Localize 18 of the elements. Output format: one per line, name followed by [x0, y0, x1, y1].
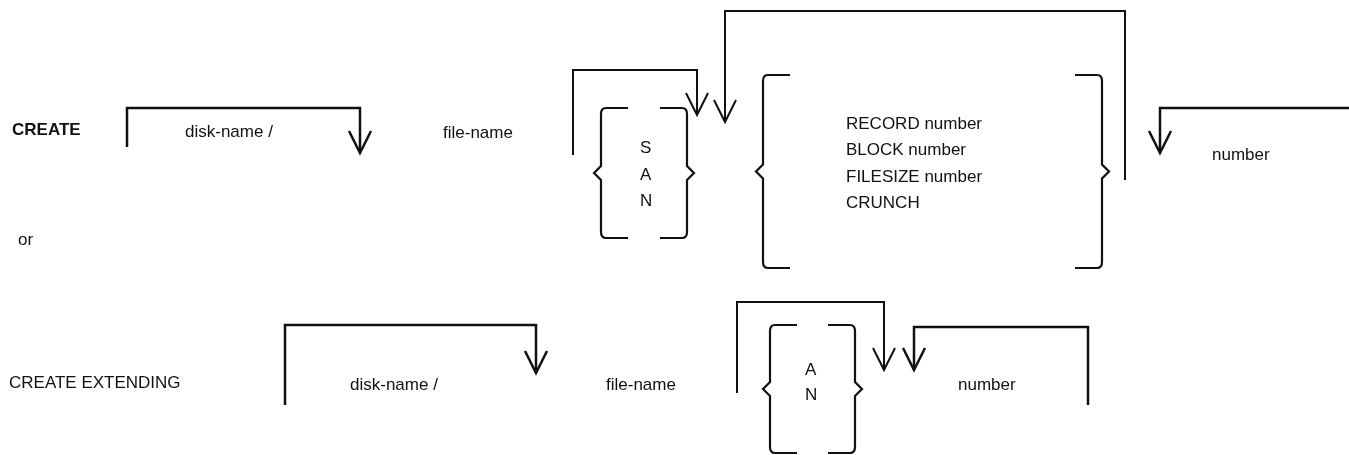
syntax-term: BLOCK number [846, 140, 966, 160]
syntax-term: A [805, 360, 817, 380]
syntax-term: number [1212, 145, 1270, 165]
syntax-term: A [640, 165, 652, 185]
syntax-term: RECORD number [846, 114, 983, 134]
syntax-term: disk-name / [185, 122, 273, 142]
keyword: CREATE [12, 120, 81, 140]
syntax-term: file-name [606, 375, 676, 395]
syntax-term: number [958, 375, 1016, 395]
syntax-term: FILESIZE number [846, 167, 983, 187]
syntax-term: file-name [443, 123, 513, 143]
syntax-term: disk-name / [350, 375, 438, 395]
connector-word: or [18, 230, 34, 250]
syntax-term: CRUNCH [846, 193, 920, 213]
syntax-term: S [640, 138, 652, 158]
syntax-term: N [640, 191, 653, 211]
syntax-term: N [805, 385, 818, 405]
syntax-term: CREATE EXTENDING [9, 373, 181, 393]
